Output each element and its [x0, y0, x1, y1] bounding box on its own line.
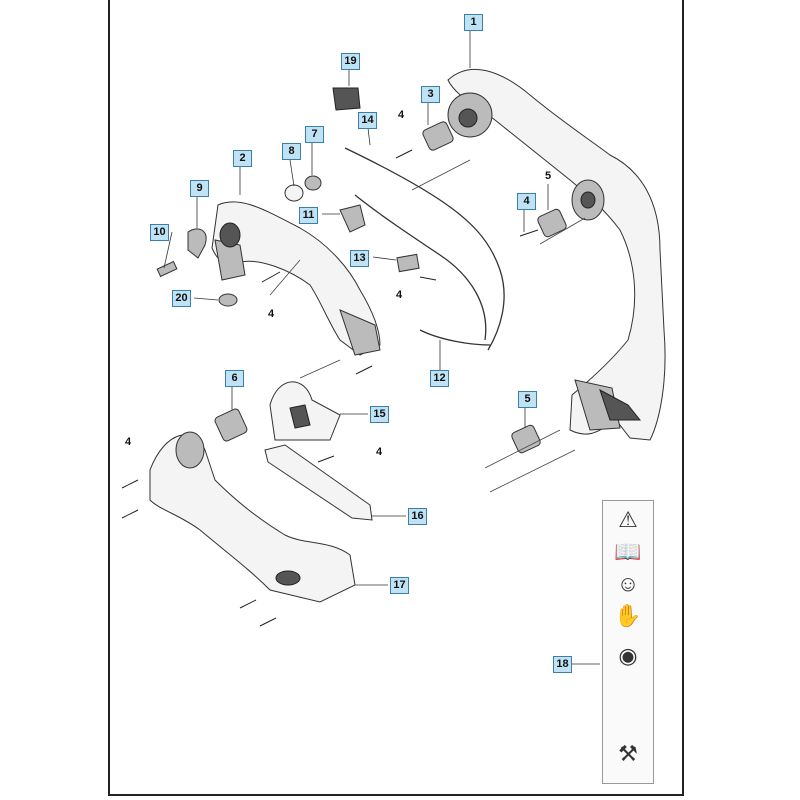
callout-8: 8 [282, 143, 301, 160]
pin-part-10 [156, 260, 178, 278]
spring-part-3 [422, 121, 454, 151]
lever-part-11 [339, 204, 366, 233]
plate-part-16 [264, 444, 373, 521]
lower-handle-part-17 [149, 431, 356, 603]
callout-16: 16 [408, 508, 427, 525]
label-5-right: 5 [545, 170, 552, 182]
callout-20: 20 [172, 290, 191, 307]
callout-12: 12 [430, 370, 449, 387]
warning-triangle-icon: ⚠ [618, 507, 638, 532]
ring-part-8 [284, 184, 304, 202]
switch-part-19 [332, 87, 361, 111]
cable-part-14 [344, 147, 505, 351]
callout-2: 2 [233, 150, 252, 167]
decal-part-18: ⚠ 📖 ☺ ✋ ◉ ⚒ [602, 500, 654, 784]
callout-19: 19 [341, 53, 360, 70]
callout-15: 15 [370, 406, 389, 423]
trigger-part-9 [187, 228, 207, 259]
callout-4: 4 [517, 193, 536, 210]
spark-plug-icon: ◉ [618, 643, 638, 668]
callout-10: 10 [150, 224, 169, 241]
spring-part-5a [537, 208, 567, 238]
cap-part-20 [218, 293, 238, 307]
callout-17: 17 [390, 577, 409, 594]
screws-part-4 [121, 149, 539, 627]
front-handle-part-2 [211, 201, 381, 356]
label-4-top: 4 [398, 109, 405, 121]
spring-part-5b [511, 424, 541, 454]
manual-book-icon: 📖 [614, 539, 642, 564]
callout-9: 9 [190, 180, 209, 197]
hand-guard-icon: ⚒ [618, 741, 638, 766]
callout-6: 6 [225, 370, 244, 387]
bracket-insert [289, 404, 311, 429]
label-4-right: 4 [376, 446, 383, 458]
callout-11: 11 [299, 207, 318, 224]
damper-part-13 [396, 253, 420, 273]
label-4-left: 4 [268, 308, 275, 320]
callout-13: 13 [350, 250, 369, 267]
callout-7: 7 [305, 126, 324, 143]
label-4-mid: 4 [396, 289, 403, 301]
assembly-lines [269, 159, 586, 493]
callout-18: 18 [553, 656, 572, 673]
label-4-lower-left: 4 [125, 436, 132, 448]
bushing-part-7 [304, 175, 322, 191]
callout-3: 3 [421, 86, 440, 103]
rear-handle-part-1 [447, 68, 666, 441]
callout-5a: 5 [518, 391, 537, 408]
cable-part-12 [354, 194, 487, 341]
callout-1: 1 [464, 14, 483, 31]
leader-lines [163, 28, 600, 665]
callout-14: 14 [358, 112, 377, 129]
glove-icon: ✋ [614, 603, 642, 628]
cable-end [419, 329, 491, 346]
spring-part-6 [214, 408, 248, 442]
ear-protection-icon: ☺ [616, 571, 640, 596]
diagram-frame [108, 0, 684, 796]
